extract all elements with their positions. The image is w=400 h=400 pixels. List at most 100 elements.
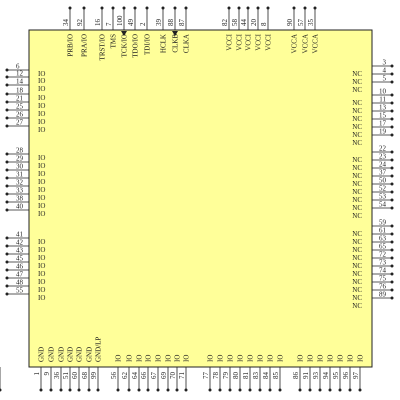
pin-number: 35 [307,19,315,27]
pin-terminal [5,75,9,79]
pin-number: 49 [127,19,135,27]
pin-terminal [5,244,9,248]
pin-label: IO [38,254,45,262]
pin-label: IO [38,70,45,78]
pin-terminal [127,388,131,392]
pin-label: TDI/IO [144,34,152,55]
pin-number: 19 [379,128,387,136]
pin-label: VCCI [245,33,253,50]
pin-number: 76 [379,283,387,291]
input-arrow-icon [172,31,178,36]
pin-number: 41 [16,231,24,239]
pin-label: IO [38,110,45,118]
pin-label: IO [115,355,123,362]
pin-right-5: 5NC [352,75,394,94]
pin-number: 1 [33,372,41,376]
pin-label: NC [352,286,362,294]
pin-number: 58 [231,19,239,27]
pin-number: 50 [379,177,387,185]
pin-label: NC [352,86,362,94]
pin-left-6: 6IO [5,63,45,78]
pin-label: NC [352,238,362,246]
pin-number: 74 [379,267,387,275]
pin-label: IO [277,355,285,362]
pin-number: 15 [379,112,387,120]
pin-label: IO [38,85,45,93]
pin-terminal [175,388,179,392]
pin-label: IO [126,355,134,362]
pin-terminal [156,388,160,392]
pin-terminal [100,6,104,10]
pin-label: NC [352,131,362,139]
pin-terminal [298,388,302,392]
pin-number: 89 [379,291,387,299]
pin-label: IO [38,202,45,210]
pin-terminal [5,184,9,188]
bottom-pin-group: 1GND9GND36GND51GND60GND68GND99GND/LP56IO… [0,0,365,392]
pin-number: 69 [160,372,168,380]
pin-label: IO [38,162,45,170]
pin-number: 30 [16,163,24,171]
pin-number: 51 [62,372,70,380]
pin-number: 37 [379,169,387,177]
pin-number: 23 [379,153,387,161]
pin-number: 45 [16,255,24,263]
pin-terminal [5,236,9,240]
pin-label: NC [352,99,362,107]
pin-label: VCCA [302,34,310,53]
pin-terminal [218,388,222,392]
pin-terminal [358,388,362,392]
pin-number: 85 [272,372,280,380]
pin-number: 71 [178,372,186,380]
pin-label: IO [38,94,45,102]
pin-label: NC [352,294,362,302]
pin-bottom-85: 85 IO [272,355,285,392]
pin-label: VCCI [255,33,263,50]
pin-label: IO [38,294,45,302]
pin-number: 60 [71,372,79,380]
pin-terminal [390,190,394,194]
pin-terminal [266,6,270,10]
pin-label: IO [337,355,345,362]
pin-terminal [390,264,394,268]
pin-label: IO [38,154,45,162]
pin-number: 87 [178,19,186,27]
pin-terminal [246,6,250,10]
pin-label: CLKA [183,34,191,53]
pin-terminal [338,388,342,392]
pin-label: IO [207,355,215,362]
pin-terminal [5,192,9,196]
pin-label: NC [352,180,362,188]
pin-label: NC [352,123,362,131]
pin-number: 96 [342,372,350,380]
pin-label: IO [183,355,191,362]
pin-number: 94 [322,372,330,380]
pin-label: IO [297,355,305,362]
pin-label: NC [352,196,362,204]
pin-terminal [5,92,9,96]
pin-number: 18 [16,87,24,95]
pin-terminal [122,6,126,10]
pin-number: 29 [16,155,24,163]
pin-label: GND [67,347,75,362]
pin-terminal [49,388,53,392]
